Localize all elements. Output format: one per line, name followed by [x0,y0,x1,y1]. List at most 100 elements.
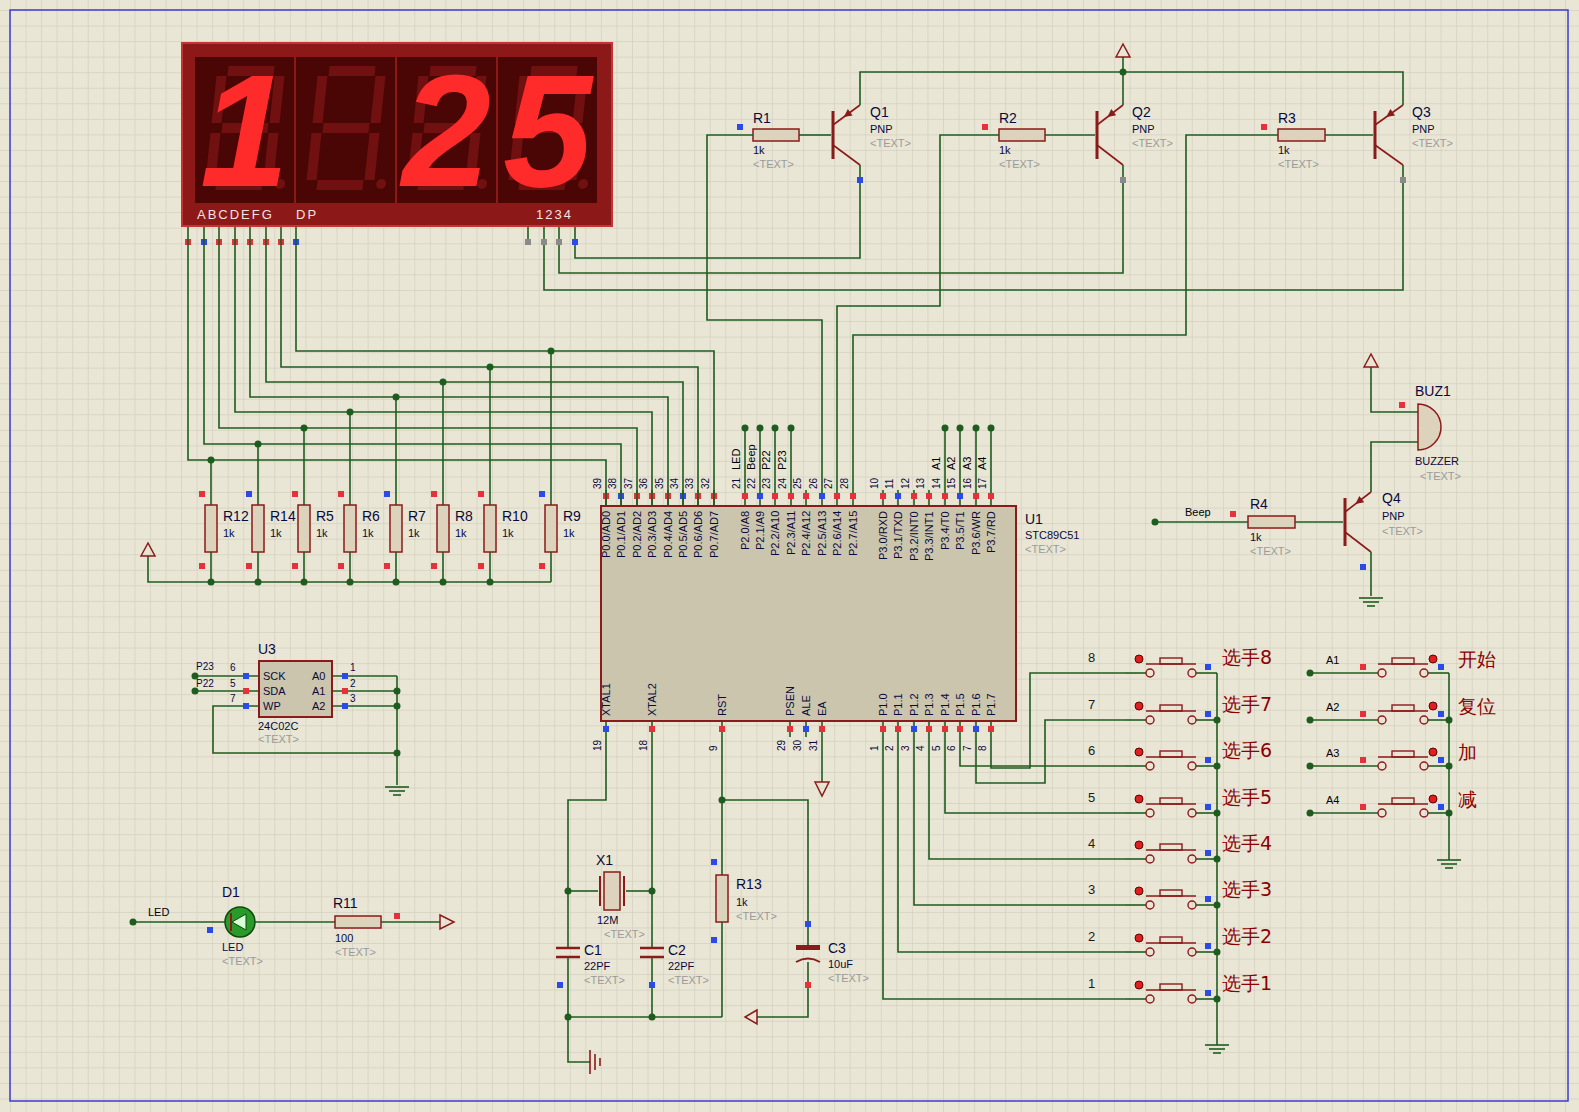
ground-symbol [1363,601,1379,603]
text-placeholder: <TEXT> [753,158,794,171]
wire [1310,672,1378,674]
wire [303,428,305,505]
switch-contact [1420,716,1428,724]
button-caption: 加 [1458,742,1477,764]
junction-dot [742,425,749,432]
text-placeholder: <TEXT> [1382,525,1423,538]
wire [148,556,551,582]
junction-dot [394,750,401,757]
pin-name: A0 [312,670,325,683]
wire [568,1017,590,1062]
button-number: 2 [1088,930,1095,945]
part-reference: C1 [584,942,602,958]
part-reference: Q4 [1382,490,1401,506]
pin-marker [199,491,205,497]
pin-marker [246,563,252,569]
seven-segment-display: 125ABCDEFGDP1234 [181,42,613,227]
pin-marker [431,563,437,569]
pin-number: 15 [947,478,957,489]
wire [1295,521,1343,523]
pin-marker [742,493,748,499]
pin-name: EA [817,701,828,716]
text-placeholder: <TEXT> [1420,470,1461,483]
part-value: PNP [1412,123,1435,136]
segment [376,179,387,189]
button-caption: 选手1 [1222,973,1272,995]
net-label: A1 [1326,654,1339,667]
pin-marker [199,563,205,569]
pin-number: 7 [230,694,236,704]
pin-marker [957,726,963,732]
resistor-symbol [344,505,356,552]
part-reference: Q2 [1132,104,1151,120]
part-value: 1k [1278,144,1290,157]
switch-contact [1420,762,1428,770]
part-reference: R12 [223,508,249,524]
button-caption: 复位 [1458,696,1496,718]
switch-actuator [1160,937,1182,943]
part-reference: R9 [563,508,581,524]
button-caption: 减 [1458,789,1477,811]
pin-marker [478,491,484,497]
pin-name: XTAL1 [601,683,612,716]
pin-name: P1.2 [909,693,920,716]
pin-number: 30 [793,740,803,751]
wire [1122,72,1124,105]
resistor-symbol [999,129,1045,141]
symbol-line [1375,145,1403,165]
symbol-line [230,913,232,931]
pin-number: 21 [732,478,742,489]
junction-dot [942,425,949,432]
pin-marker [1135,655,1143,663]
resistor-symbol [437,505,449,552]
wire [1125,719,1146,721]
part-value: PNP [870,123,893,136]
digit-panel [498,57,597,203]
text-placeholder: <TEXT> [870,137,911,150]
switch-actuator [1392,751,1414,757]
pin-name: P2.7/A15 [848,511,859,556]
part-reference: X1 [596,852,613,868]
wire [959,428,961,490]
pin-number: 33 [685,478,695,489]
pin-name: XTAL2 [647,683,658,716]
capacitor-plate [796,959,820,963]
switch-actuator [1160,705,1182,711]
pin-marker [711,859,717,865]
pin-marker [541,239,547,245]
pin-marker [834,493,840,499]
pin-number: 31 [809,740,819,751]
segment [376,76,381,123]
switch-contact [1188,809,1196,817]
resistor-symbol [335,916,381,928]
switch-actuator [1160,890,1182,896]
crystal-symbol [604,872,620,910]
pin-legend: 1234 [536,208,573,223]
pin-marker [737,124,743,130]
switch-contact [1188,762,1196,770]
text-placeholder: <TEXT> [828,972,869,985]
pin-marker [805,921,811,927]
pin-name: P3.7/RD [986,511,997,553]
part-value: PNP [1132,123,1155,136]
pin-marker [1205,664,1211,670]
pin-marker [1135,841,1143,849]
part-reference: R7 [408,508,426,524]
pin-marker [1360,664,1366,670]
wire [960,737,1125,766]
pin-marker [982,124,988,130]
pin-marker [857,177,863,183]
symbol-line [599,1058,601,1066]
led-symbol [232,914,246,930]
junction-dot [649,1014,656,1021]
switch-contact [1378,716,1386,724]
pin-marker [1438,711,1444,717]
power-terminal [141,543,155,556]
switch-actuator [1160,751,1182,757]
resistor-symbol [753,129,799,141]
pin-marker [1205,990,1211,996]
segment [323,123,369,133]
part-reference: R10 [502,508,528,524]
